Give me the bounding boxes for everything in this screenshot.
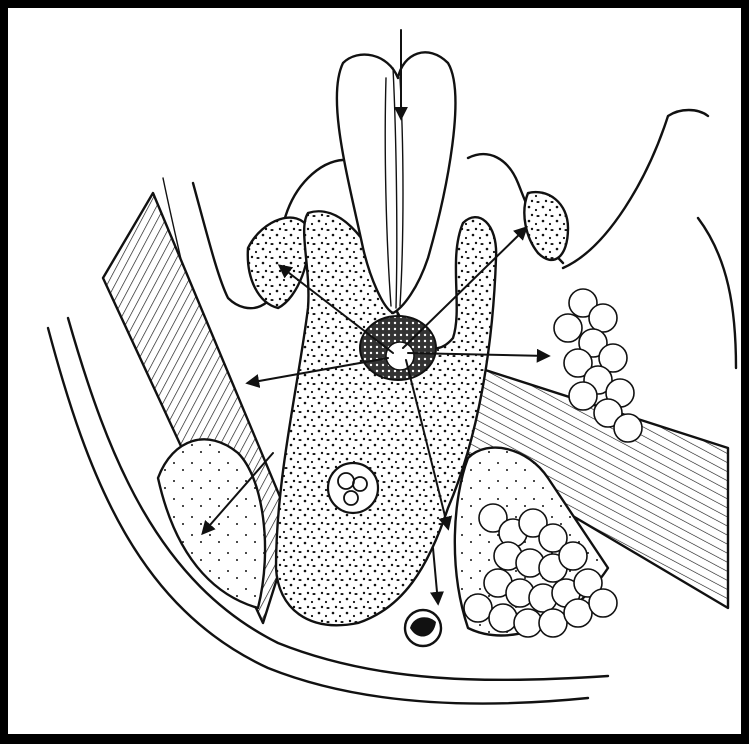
gland-lobule — [589, 589, 617, 617]
gland-lobule — [614, 414, 642, 442]
gland-lobule — [464, 594, 492, 622]
anatomical-illustration — [8, 8, 741, 734]
gland-lobule — [564, 599, 592, 627]
gland-lobule — [539, 609, 567, 637]
figure-panel — [8, 8, 741, 734]
arrow-down-to-vessel — [433, 548, 438, 603]
gland-lobule — [489, 604, 517, 632]
gland-lobule — [559, 542, 587, 570]
round-vessel — [405, 610, 441, 646]
gland-lobule — [589, 304, 617, 332]
gland-lobule — [554, 314, 582, 342]
gland-lobule — [569, 382, 597, 410]
gland-lobule — [514, 609, 542, 637]
